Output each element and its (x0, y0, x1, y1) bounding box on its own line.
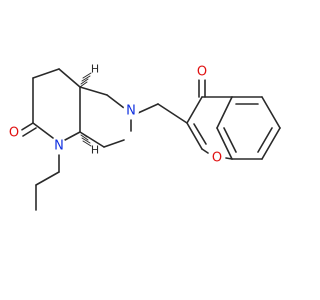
svg-text:H: H (91, 63, 99, 76)
pyranone-ring (186, 79, 233, 160)
methylene-linker (137, 103, 188, 124)
svg-text:O: O (9, 126, 19, 141)
molecule-structure-diagram: O O N N O H H (6, 62, 281, 211)
svg-text:H: H (91, 144, 99, 157)
stereo-hash-upper (79, 72, 92, 88)
stereo-hash-lower (79, 131, 92, 147)
atom-h-upper: H (91, 63, 99, 76)
propyl-chain (35, 154, 60, 211)
atom-o-chromone-ring: O (209, 150, 225, 166)
svg-text:O: O (197, 65, 207, 80)
svg-text:O: O (212, 151, 222, 166)
atom-o-chromone-ketone: O (194, 64, 210, 80)
atom-n-lactam: N (51, 138, 67, 154)
benzene-ring (216, 96, 281, 160)
atom-n-piperidine: N (123, 103, 139, 119)
atom-o-lactam: O (6, 125, 22, 141)
piperidine-ring (79, 86, 132, 148)
svg-text:N: N (126, 104, 136, 119)
svg-text:N: N (54, 139, 64, 154)
lactam-ring (19, 68, 81, 141)
atom-h-lower: H (91, 144, 99, 157)
